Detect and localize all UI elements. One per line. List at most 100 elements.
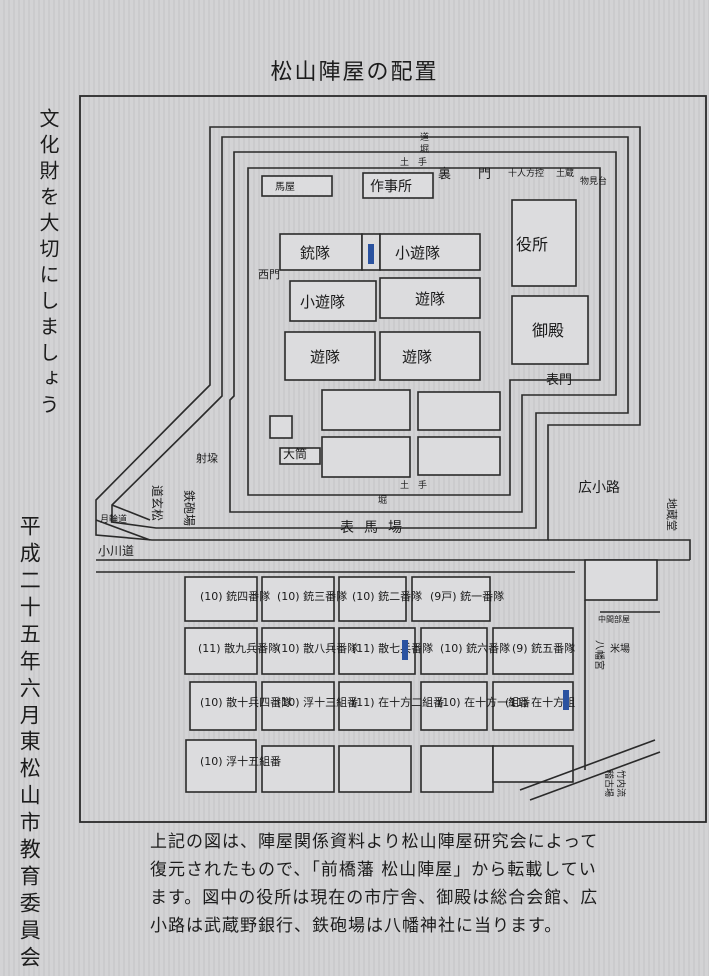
lbl-genmatsu: 道玄松	[150, 485, 165, 521]
blk-8	[420, 627, 488, 675]
yutai3-box	[379, 331, 481, 381]
yutai1-box	[379, 277, 481, 319]
kumi-label: (11) 散九兵番隊	[198, 641, 279, 655]
blk-12	[338, 681, 412, 731]
east-blk	[584, 559, 658, 601]
lbl-ogawa: 小川道	[98, 544, 134, 558]
gyoza-box	[511, 295, 589, 365]
row-low-right	[417, 436, 501, 476]
blk-16	[261, 745, 335, 793]
blk-9	[492, 627, 574, 675]
kumi-label: (10) 散十兵四番隊	[200, 695, 292, 709]
lbl-gyoza: 御殿	[532, 321, 564, 340]
lbl-hori-bottom: 堀	[378, 495, 387, 506]
lbl-koyu2: 小遊隊	[300, 293, 345, 311]
blk-17	[338, 745, 412, 793]
lbl-umaya: 馬屋	[275, 181, 295, 193]
lbl-hiroshoji: 広小路	[578, 480, 620, 496]
blk-19	[492, 745, 574, 783]
lbl-teppo: 鉄砲場	[182, 490, 197, 526]
blk-4	[411, 576, 491, 622]
blk-6	[261, 627, 335, 675]
lbl-hachiman: 八幡宮	[593, 640, 606, 670]
lbl-jukei: 十人方控	[508, 167, 544, 179]
org-text: 東松山市教育委員会	[17, 730, 42, 973]
blue-marker	[368, 244, 374, 264]
lbl-jizo: 地蔵堂	[665, 498, 678, 531]
lbl-monomi: 物見台	[580, 175, 607, 187]
lbl-michi-top: 道	[420, 131, 429, 143]
jizo-road	[548, 539, 691, 560]
lbl-yutai3: 遊隊	[402, 348, 432, 366]
kumi-label: (11) 在十方組	[505, 695, 575, 709]
lbl-kome: 米場	[610, 642, 630, 655]
caption: 上記の図は、陣屋関係資料より松山陣屋研究会によって 復元されたもので、「前橋藩 …	[150, 828, 670, 940]
lbl-chugen: 中間部屋	[598, 614, 630, 624]
lbl-shagaku: 射垜	[196, 451, 218, 465]
kumi-label: (10) 在十方一組番	[438, 695, 530, 709]
blue-marker	[402, 640, 408, 660]
lbl-mon: 門	[478, 167, 491, 182]
caption-line: ます。図中の役所は現在の市庁舎、御殿は総合会館、広	[150, 888, 599, 908]
kumi-label: (10) 浮十五組番	[200, 754, 281, 768]
caption-line: 小路は武蔵野銀行、鉄砲場は八幡神社に当ります。	[150, 916, 563, 936]
blk-1	[184, 576, 258, 622]
koyu2-box	[289, 280, 377, 322]
lbl-daikoku: 大筒	[283, 446, 307, 461]
kumi-label: (10) 銃二番隊	[352, 589, 422, 603]
lbl-yutai1: 遊隊	[415, 290, 445, 308]
lbl-juutai: 銃隊	[300, 244, 330, 262]
blk-18	[420, 745, 494, 793]
blk-15	[185, 739, 257, 793]
blk-3	[338, 576, 407, 622]
blk-11	[261, 681, 335, 731]
lbl-dozo: 土蔵	[556, 167, 574, 179]
left-slogan: 文化財を大切にしましょう	[36, 108, 60, 420]
map-frame	[79, 95, 707, 823]
lbl-nishi: 西門	[258, 268, 280, 281]
blk-14	[492, 681, 574, 731]
lbl-hori-top: 堀	[420, 144, 429, 155]
blk-5	[184, 627, 258, 675]
caption-line: 上記の図は、陣屋関係資料より松山陣屋研究会によって	[150, 832, 599, 852]
row-low-left	[321, 436, 411, 478]
inner-wall	[247, 167, 601, 496]
lbl-yakusho: 役所	[516, 235, 548, 254]
outer-road	[95, 126, 641, 541]
kumi-label: (10) 銃四番隊	[200, 589, 270, 603]
ishi-row	[321, 389, 411, 431]
blk-2	[261, 576, 335, 622]
lbl-koyu1: 小遊隊	[395, 244, 440, 262]
east-road	[519, 600, 661, 801]
dote-ring	[229, 151, 617, 513]
blk-13	[420, 681, 488, 731]
lbl-dote-bottom: 土 手	[400, 479, 427, 491]
kumi-label: (10) 散八兵番隊	[277, 641, 358, 655]
kumi-label: (10) 銃三番隊	[277, 589, 347, 603]
kumi-label: (9戸) 銃一番隊	[430, 589, 504, 603]
lbl-ura: 裏	[438, 167, 451, 182]
umaya-box	[261, 175, 333, 197]
kumi-labels: (10) 銃四番隊 (10) 銃三番隊 (10) 銃二番隊 (9戸) 銃一番隊 (11)…	[198, 589, 575, 768]
page-title: 松山陣屋の配置	[270, 60, 439, 85]
yakusho-box	[511, 199, 577, 287]
lbl-tsuki: 月輪道	[100, 513, 127, 525]
kumi-label: (11) 散七兵番隊	[352, 641, 433, 655]
lbl-yutai2: 遊隊	[310, 348, 340, 366]
koyu1-box	[379, 233, 481, 271]
kumi-label: (11) 在十方二組番	[352, 695, 444, 709]
lbl-omote: 表門	[546, 373, 572, 388]
lbl-keiko: 稽古場	[603, 770, 615, 797]
moat-ring	[111, 136, 629, 529]
kumi-label: (9) 銃五番隊	[512, 641, 575, 655]
blue-marker	[563, 690, 569, 710]
juutai-box	[279, 233, 363, 271]
lbl-dote-top: 土 手	[400, 156, 427, 168]
kumi-label: (10) 浮十三組番	[277, 695, 358, 709]
blk-10	[189, 681, 257, 731]
daikoku-box	[279, 447, 321, 465]
sakuji-box	[362, 172, 434, 199]
tsuki-road	[95, 504, 151, 541]
